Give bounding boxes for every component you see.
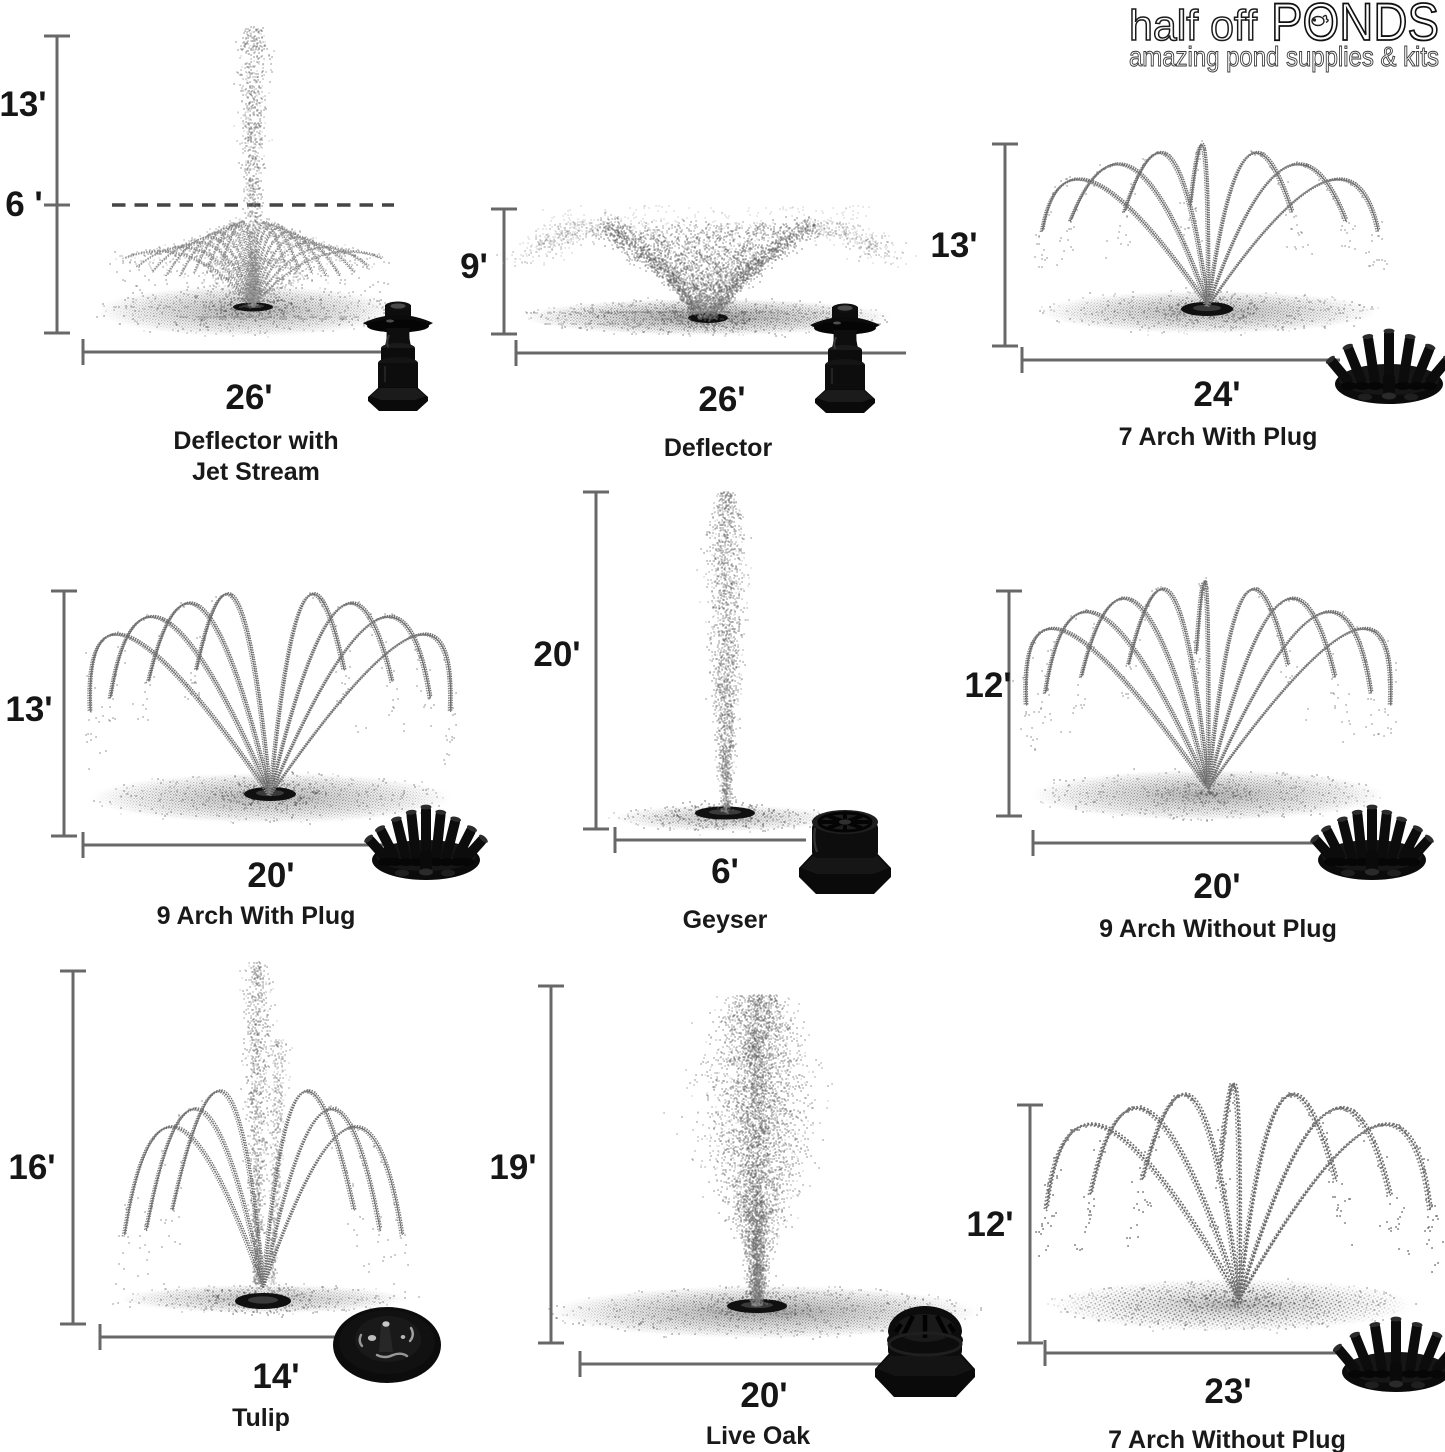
svg-text:7 Arch With Plug: 7 Arch With Plug	[1119, 423, 1318, 451]
svg-text:26': 26'	[225, 378, 272, 417]
svg-text:9 Arch Without Plug: 9 Arch Without Plug	[1099, 915, 1337, 943]
svg-text:Tulip: Tulip	[232, 1404, 290, 1432]
svg-text:23': 23'	[1204, 1372, 1251, 1411]
svg-text:13': 13'	[5, 690, 52, 729]
svg-text:Deflector: Deflector	[664, 434, 773, 462]
svg-text:20': 20'	[740, 1376, 787, 1415]
svg-text:7 Arch Without Plug: 7 Arch Without Plug	[1108, 1426, 1346, 1452]
svg-text:Live Oak: Live Oak	[706, 1422, 810, 1450]
svg-text:6': 6'	[711, 852, 739, 891]
svg-text:12': 12'	[966, 1205, 1013, 1244]
svg-text:Geyser: Geyser	[683, 906, 768, 934]
svg-text:9': 9'	[460, 247, 488, 286]
svg-text:13': 13'	[0, 85, 47, 124]
svg-text:26': 26'	[698, 380, 745, 419]
svg-text:20': 20'	[1193, 867, 1240, 906]
svg-text:13': 13'	[930, 226, 977, 265]
svg-text:19': 19'	[489, 1148, 536, 1187]
svg-text:20': 20'	[247, 856, 294, 895]
svg-text:16': 16'	[8, 1148, 55, 1187]
svg-text:amazing pond supplies & kits: amazing pond supplies & kits	[1129, 41, 1439, 72]
svg-text:half off: half off	[1129, 2, 1258, 50]
svg-text:6 ': 6 '	[5, 185, 43, 224]
svg-text:PONDS: PONDS	[1271, 0, 1439, 52]
svg-text:24': 24'	[1193, 375, 1240, 414]
svg-text:20': 20'	[533, 635, 580, 674]
svg-text:14': 14'	[252, 1357, 299, 1396]
svg-text:12': 12'	[964, 666, 1011, 705]
svg-text:Deflector with: Deflector with	[173, 427, 338, 455]
svg-text:Jet Stream: Jet Stream	[192, 458, 320, 486]
svg-text:9 Arch With Plug: 9 Arch With Plug	[157, 902, 356, 930]
